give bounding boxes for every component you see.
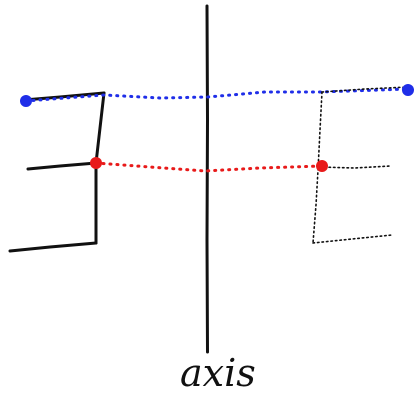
top-correspondence-line (24, 87, 410, 103)
original-top-stroke (22, 91, 106, 102)
reflected-middle-point (316, 160, 328, 172)
original-middle-point (90, 157, 102, 169)
axis-label: axis (180, 351, 256, 395)
original-shape (8, 91, 106, 253)
original-top-point (20, 95, 32, 107)
original-upper-spine (94, 91, 106, 165)
original-bottom-stroke (8, 241, 98, 253)
reflected-top-stroke (321, 86, 409, 93)
original-middle-stroke (26, 161, 98, 171)
reflected-middle-stroke (319, 165, 391, 169)
reflected-top-point (402, 84, 414, 96)
mirror-axis-line (205, 4, 210, 354)
reflected-bottom-stroke (312, 234, 393, 244)
middle-correspondence-line (94, 161, 324, 173)
